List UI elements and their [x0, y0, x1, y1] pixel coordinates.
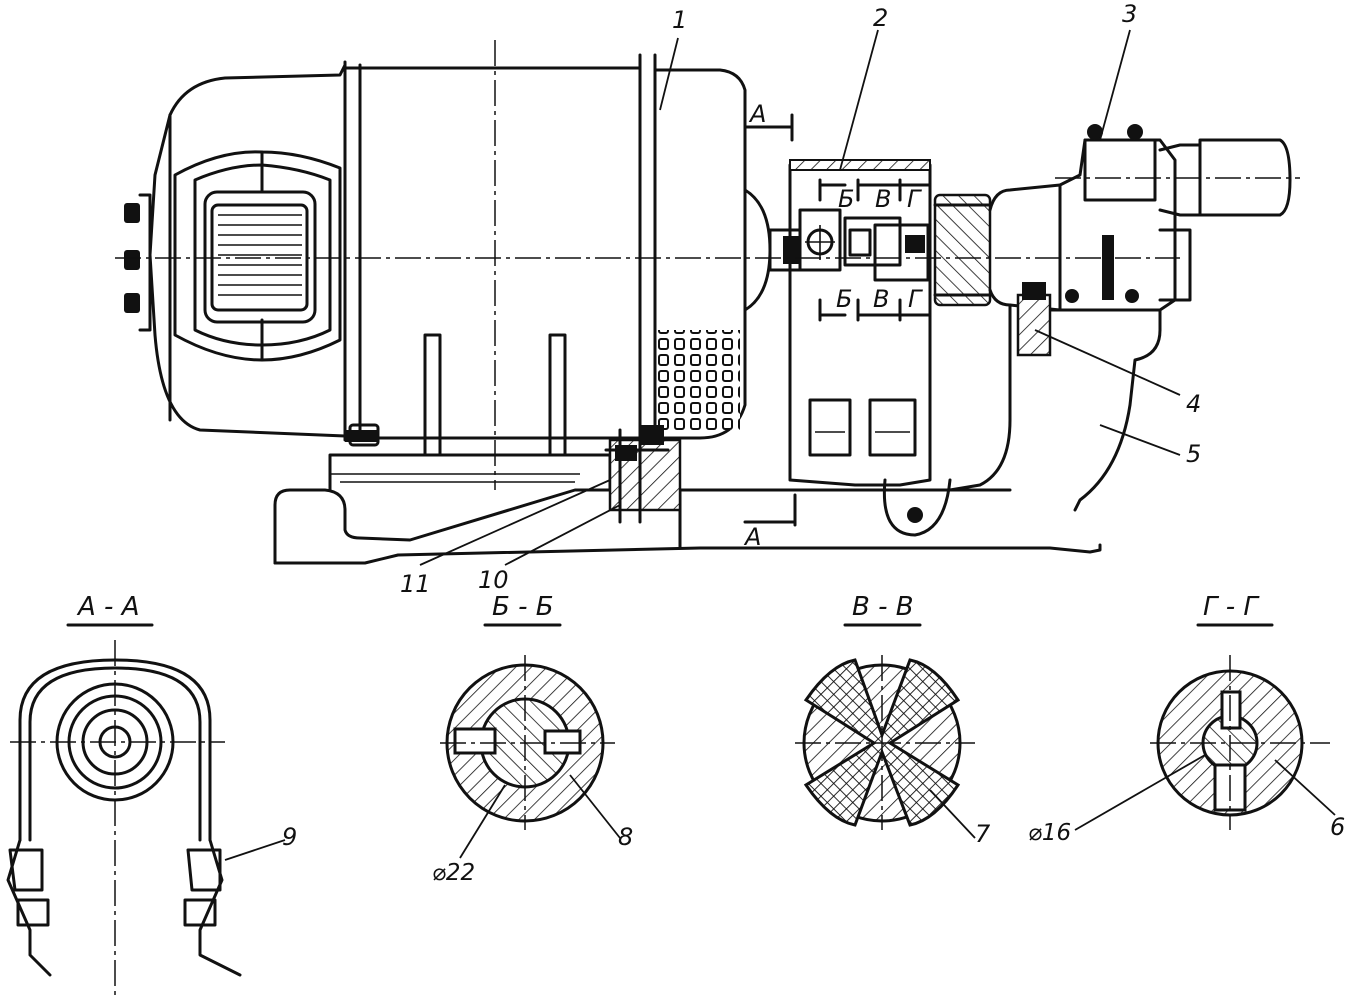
callout-1: 1 — [672, 6, 687, 34]
callout-4: 4 — [1186, 390, 1201, 418]
motor-body — [343, 53, 802, 457]
motor-end-cover — [124, 63, 347, 438]
callout-10: 10 — [478, 566, 509, 594]
callout-2: 2 — [873, 4, 888, 32]
section-marker-v-bottom: В — [873, 285, 889, 313]
callout-9: 9 — [282, 823, 297, 851]
section-marker-b-bottom: Б — [836, 285, 852, 313]
main-view — [115, 29, 1300, 566]
callout-3: 3 — [1122, 0, 1137, 28]
callout-11: 11 — [400, 570, 431, 598]
section-title-aa: А - А — [76, 592, 139, 622]
callout-6: 6 — [1330, 813, 1345, 841]
section-title-bb: Б - Б — [492, 592, 554, 622]
section-marker-a-top: А — [748, 100, 766, 128]
section-vv — [795, 623, 976, 839]
base-frame — [273, 453, 1102, 565]
labels: 1 2 3 4 5 6 7 8 9 10 11 А А Б В Г Б В Г … — [76, 0, 1345, 886]
dimension-d22: ⌀22 — [432, 860, 475, 886]
section-title-vv: В - В — [852, 592, 914, 622]
section-gg — [1074, 623, 1336, 831]
dimension-d16: ⌀16 — [1028, 820, 1071, 846]
callout-5: 5 — [1186, 440, 1201, 468]
callout-8: 8 — [618, 823, 633, 851]
section-title-gg: Г - Г — [1203, 592, 1260, 622]
section-marker-a-bottom: А — [743, 523, 761, 551]
callout-7: 7 — [975, 820, 991, 848]
center-lines — [115, 40, 1300, 490]
section-marker-g-bottom: Г — [908, 285, 923, 313]
pump-assembly — [933, 124, 1292, 512]
leader-lines — [419, 29, 1181, 566]
coupling-guard — [788, 159, 952, 537]
section-marker-g-top: Г — [907, 185, 922, 213]
foot-fasteners — [604, 425, 682, 524]
section-bb — [440, 623, 621, 859]
section-marker-b-top: Б — [838, 185, 854, 213]
section-a-marks — [743, 113, 797, 527]
section-marker-v-top: В — [875, 185, 891, 213]
section-aa — [6, 623, 286, 995]
